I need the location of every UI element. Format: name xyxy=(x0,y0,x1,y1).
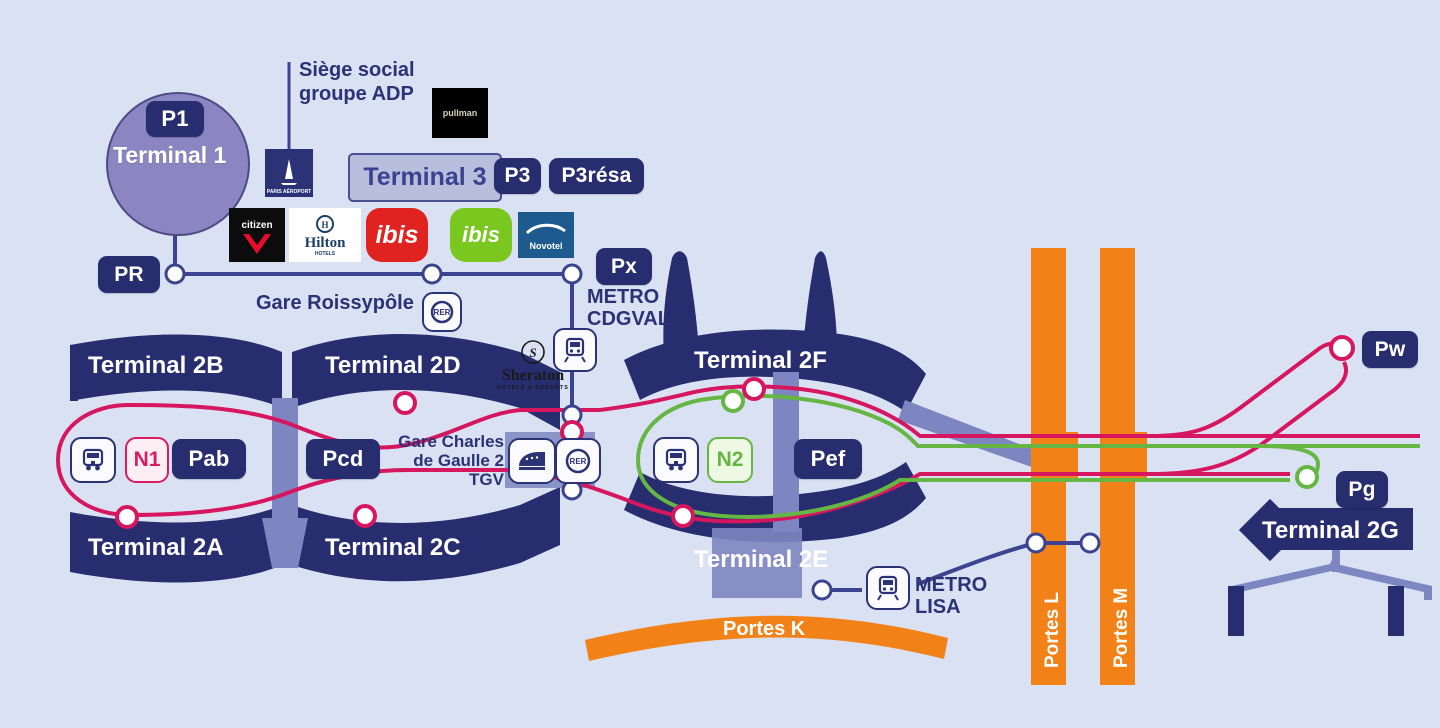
portes-m-label: Portes M xyxy=(1111,587,1132,668)
svg-text:Sheraton: Sheraton xyxy=(502,367,564,384)
portes-l-bar xyxy=(1031,248,1078,685)
ibis-logo-text: ibis xyxy=(375,220,419,249)
svg-text:S: S xyxy=(529,345,536,360)
parking-badge-pw[interactable]: Pw xyxy=(1362,331,1418,368)
parking-badge-pr[interactable]: PR xyxy=(98,256,160,293)
tgv-icon[interactable] xyxy=(508,438,556,484)
novotel-mark: Novotel xyxy=(525,223,566,251)
pink-branch-pw xyxy=(1149,341,1349,476)
metro-lisa-label: METRO LISA xyxy=(915,574,988,618)
rer-icon[interactable]: RER xyxy=(422,292,462,332)
terminal-2f-label: Terminal 2F xyxy=(694,347,827,374)
terminal-3-label: Terminal 3 xyxy=(363,163,487,191)
paris-aeroport-logo: PARIS AÉROPORT xyxy=(265,149,313,197)
gare-cdg2-tgv-label: Gare Charles de Gaulle 2 TGV xyxy=(398,432,504,489)
green-stop-dots xyxy=(721,389,1319,489)
parking-badge-pef[interactable]: Pef xyxy=(794,439,862,479)
gare-roissypole-label: Gare Roissypôle xyxy=(256,292,414,314)
parking-badge-p1[interactable]: P1 xyxy=(146,101,204,137)
ibis-logo: ibis xyxy=(366,208,428,262)
ibis-budget-logo: ibis xyxy=(450,208,512,262)
terminal-2f-shape xyxy=(624,329,926,412)
svg-text:Novotel: Novotel xyxy=(529,241,562,251)
svg-text:citizen: citizen xyxy=(241,220,272,231)
portes-k-label: Portes K xyxy=(723,618,806,640)
terminal-2g-stem xyxy=(1232,550,1336,600)
pink-stop-dots xyxy=(115,335,1355,529)
svg-text:PARIS AÉROPORT: PARIS AÉROPORT xyxy=(267,187,311,195)
sheraton-logo: S Sheraton HOTELS & RESORTS xyxy=(487,338,579,394)
bus-icon-n2[interactable] xyxy=(653,437,699,483)
metro-cdgval-train-icon[interactable] xyxy=(553,328,597,372)
bus-icon-n1[interactable] xyxy=(70,437,116,483)
metro-cdgval-label: METRO CDGVAL xyxy=(587,286,670,330)
svg-text:H: H xyxy=(321,220,328,230)
hilton-logo: H Hilton HOTELS xyxy=(289,208,361,262)
terminal-2g-label: Terminal 2G xyxy=(1262,517,1399,544)
pullman-logo: pullman xyxy=(432,88,488,138)
parking-badge-pg[interactable]: Pg xyxy=(1336,471,1388,508)
citizenm-logo: citizen xyxy=(229,208,285,262)
svg-text:Hilton: Hilton xyxy=(305,235,346,251)
eiffel-tower-icon: PARIS AÉROPORT xyxy=(267,159,311,195)
parking-badge-pcd[interactable]: Pcd xyxy=(306,439,380,479)
ibis-budget-logo-text: ibis xyxy=(462,222,500,247)
terminal-2a-label: Terminal 2A xyxy=(88,534,224,561)
terminal-2d-label: Terminal 2D xyxy=(325,352,461,379)
connector-2e-stem xyxy=(712,528,802,598)
connector-2ab xyxy=(272,398,298,518)
svg-text:RER: RER xyxy=(434,308,451,317)
pullman-logo-text: pullman xyxy=(442,107,478,118)
svg-text:HOTELS: HOTELS xyxy=(315,251,336,257)
terminal-2e-label: Terminal 2E xyxy=(694,546,829,573)
terminal-2c-shape xyxy=(292,487,560,582)
connector-2ab-trapezoid xyxy=(262,518,308,568)
parking-badge-px[interactable]: Px xyxy=(596,248,652,285)
bus-line-badge-n1[interactable]: N1 xyxy=(125,437,169,483)
portes-l-label: Portes L xyxy=(1042,591,1063,668)
terminal-3-box[interactable]: Terminal 3 xyxy=(348,153,502,202)
terminal-2c-label: Terminal 2C xyxy=(325,534,461,561)
portes-k-bar xyxy=(585,615,948,661)
bus-line-badge-n2[interactable]: N2 xyxy=(707,437,753,483)
terminal-2b-label: Terminal 2B xyxy=(88,352,224,379)
cdgval-nodes xyxy=(164,263,1101,601)
novotel-logo: Novotel xyxy=(518,212,574,258)
hilton-mark: H Hilton HOTELS xyxy=(305,215,346,257)
parking-badge-pab[interactable]: Pab xyxy=(172,439,246,479)
portes-m-bar xyxy=(1100,248,1147,685)
parking-badge-p3[interactable]: P3 xyxy=(494,158,541,194)
citizenm-mark: citizen xyxy=(241,220,273,254)
rer-icon-cdg2[interactable]: RER xyxy=(555,438,601,484)
parking-badge-p3resa[interactable]: P3résa xyxy=(549,158,644,194)
terminal-1-label: Terminal 1 xyxy=(113,142,227,168)
svg-text:RER: RER xyxy=(570,457,587,466)
svg-text:HOTELS & RESORTS: HOTELS & RESORTS xyxy=(497,385,569,391)
terminal-2b-shape xyxy=(70,334,282,408)
metro-lisa-train-icon[interactable] xyxy=(866,566,910,610)
siege-social-label: Siège social groupe ADP xyxy=(299,59,415,105)
terminal-2d-shape xyxy=(292,334,560,430)
